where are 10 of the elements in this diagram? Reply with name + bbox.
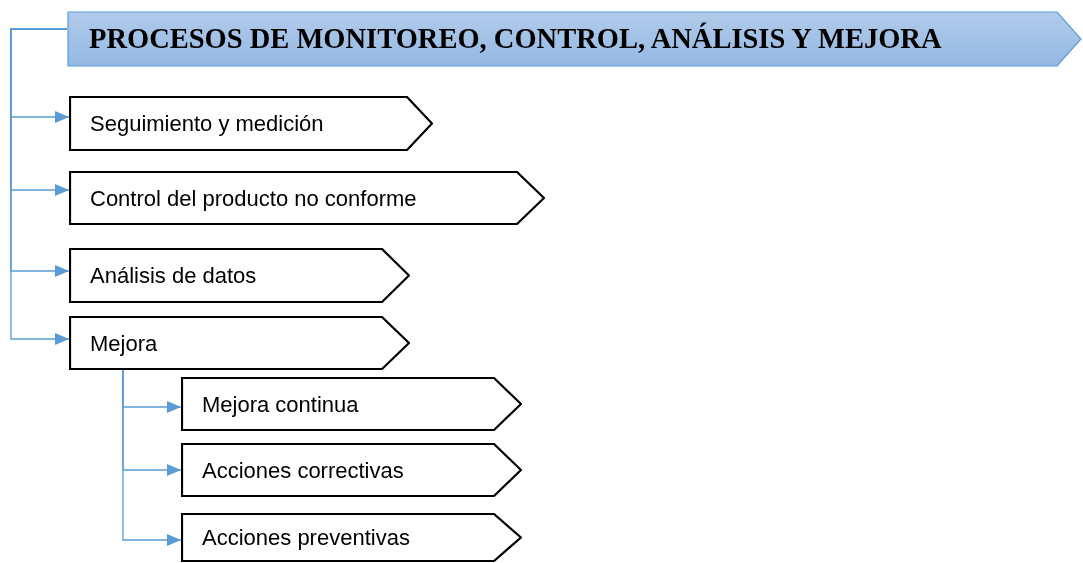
chevron-box: Acciones preventivas	[181, 513, 522, 562]
chevron-box: Control del producto no conforme	[69, 171, 545, 225]
heading-banner: PROCESOS DE MONITOREO, CONTROL, ANÁLISIS Y MEJORA	[67, 11, 1082, 67]
connector-arrow	[10, 28, 70, 345]
chevron-box: Mejora continua	[181, 377, 522, 431]
chevron-box: Seguimiento y medición	[69, 96, 433, 151]
chevron-box: Acciones correctivas	[181, 443, 522, 497]
connector-arrow	[122, 369, 182, 546]
chevron-box: Mejora	[69, 316, 410, 370]
chevron-box: Análisis de datos	[69, 248, 410, 303]
